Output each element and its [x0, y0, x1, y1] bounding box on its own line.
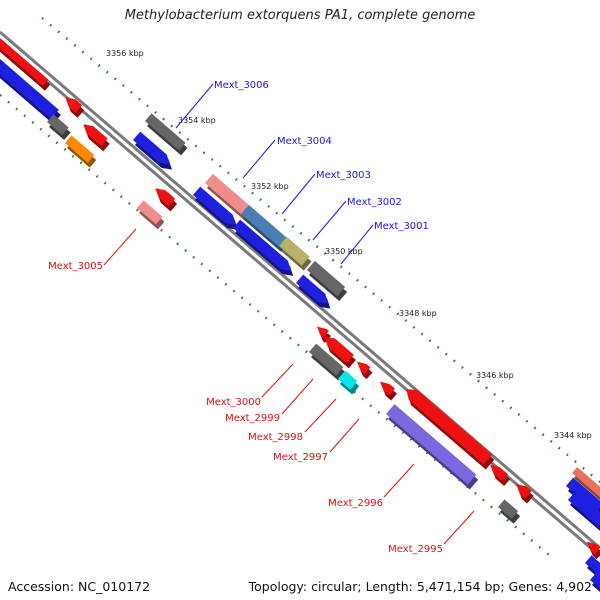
cds-reverse[interactable]	[83, 124, 108, 147]
rna-orange[interactable]	[65, 135, 95, 163]
gene-gray[interactable]	[47, 114, 69, 136]
gene-gray[interactable]	[498, 499, 519, 519]
reverse-leaders	[103, 228, 475, 545]
cds-reverse[interactable]	[155, 188, 176, 207]
cds-reverse[interactable]	[356, 361, 371, 375]
gene-olive[interactable]	[279, 236, 310, 266]
cds-reverse[interactable]	[406, 389, 493, 465]
gene-cyan[interactable]	[338, 370, 358, 390]
forward-leaders	[175, 83, 374, 265]
tick-labels: 3356 kbp 3354 kbp 3352 kbp 3350 kbp 3348…	[106, 49, 592, 440]
gene-label[interactable]: Mext_2999	[225, 413, 280, 424]
gene-gray[interactable]	[309, 343, 344, 376]
tick-label: 3352 kbp	[251, 182, 289, 191]
gene-label[interactable]: Mext_3003	[316, 170, 371, 181]
cds-forward[interactable]	[133, 131, 170, 165]
gene-label[interactable]: Mext_2995	[388, 544, 443, 555]
gene-label[interactable]: Mext_2997	[273, 452, 328, 463]
cds-reverse[interactable]	[586, 541, 600, 555]
cds-reverse[interactable]	[489, 464, 509, 482]
cds-forward[interactable]	[0, 59, 59, 119]
gene-label[interactable]: Mext_3005	[48, 261, 103, 272]
outer-dot-track	[41, 17, 600, 483]
cds-reverse[interactable]	[0, 34, 49, 86]
cds-forward[interactable]	[566, 477, 600, 513]
gene-gray[interactable]	[145, 113, 186, 151]
reverse-gene-labels: Mext_3005 Mext_3000 Mext_2999 Mext_2998 …	[48, 261, 443, 555]
cds-forward[interactable]	[233, 219, 292, 271]
forward-gene-labels: Mext_3006 Mext_3004 Mext_3003 Mext_3002 …	[214, 80, 429, 232]
cds-reverse[interactable]	[324, 336, 354, 364]
gene-pink[interactable]	[205, 173, 250, 215]
gene-label[interactable]: Mext_3006	[214, 80, 269, 91]
cds-forward[interactable]	[193, 186, 236, 225]
gene-label[interactable]: Mext_3000	[206, 397, 261, 408]
accession-text: Accession: NC_010172	[8, 579, 151, 594]
gene-label[interactable]: Mext_2998	[248, 432, 303, 443]
gene-salmon[interactable]	[572, 466, 600, 499]
gene-label[interactable]: Mext_2996	[328, 498, 383, 509]
gene-steelblue[interactable]	[241, 204, 287, 247]
tick-label: 3344 kbp	[554, 431, 592, 440]
tick-label: 3350 kbp	[325, 247, 363, 256]
tick-label: 3348 kbp	[399, 309, 437, 318]
tick-label: 3356 kbp	[106, 49, 144, 58]
gene-label[interactable]: Mext_3004	[277, 136, 332, 147]
cds-forward[interactable]	[296, 274, 329, 304]
tick-label: 3346 kbp	[476, 371, 514, 380]
gene-lavender[interactable]	[386, 404, 477, 485]
cds-reverse[interactable]	[65, 97, 83, 113]
backbone-line-inner	[0, 38, 600, 558]
cds-forward[interactable]	[590, 572, 600, 590]
cds-reverse[interactable]	[379, 381, 395, 396]
gene-label[interactable]: Mext_3001	[374, 221, 429, 232]
cds-reverse[interactable]	[516, 484, 532, 499]
gene-label[interactable]: Mext_3002	[347, 197, 402, 208]
cds-forward[interactable]	[568, 490, 600, 527]
gene-features	[0, 34, 600, 592]
cds-reverse[interactable]	[316, 326, 329, 338]
gene-gray[interactable]	[307, 260, 346, 297]
map-title: Methylobacterium extorquens PA1, complet…	[124, 8, 476, 23]
inner-dot-track	[0, 94, 556, 561]
genome-stats-text: Topology: circular; Length: 5,471,154 bp…	[248, 579, 592, 594]
gene-pink[interactable]	[137, 200, 163, 225]
cds-forward[interactable]	[585, 555, 600, 576]
tick-label: 3354 kbp	[178, 116, 216, 125]
backbone-line	[0, 30, 600, 550]
